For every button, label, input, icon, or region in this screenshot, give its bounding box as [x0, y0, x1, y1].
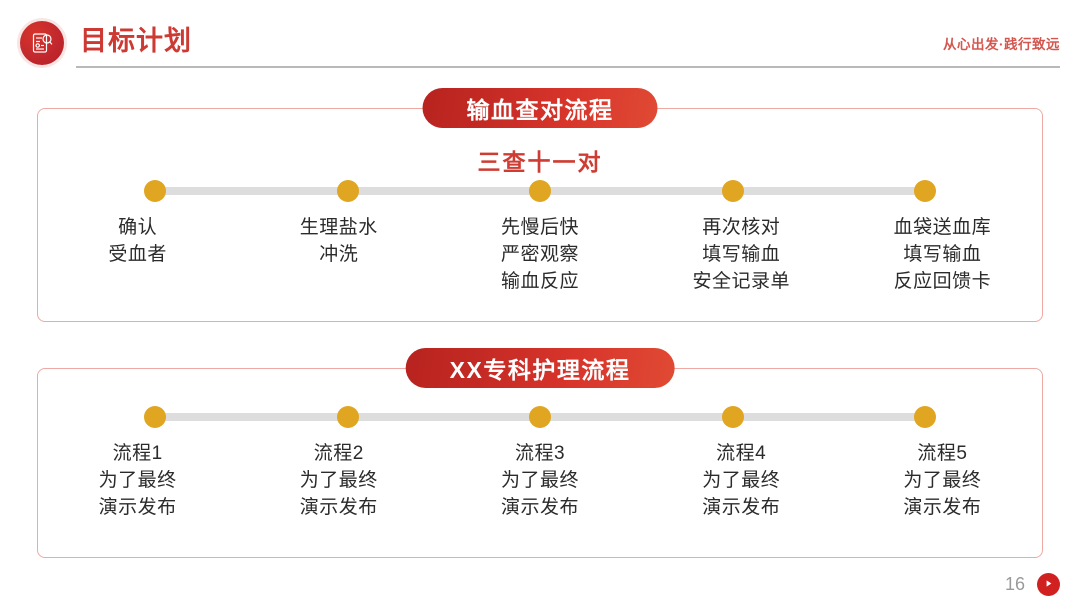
page-title: 目标计划 — [80, 26, 192, 56]
section-badge-transfusion[interactable]: 输血查对流程 — [422, 88, 658, 128]
play-arrow-icon — [1043, 576, 1054, 594]
page-number: 16 — [1004, 574, 1025, 594]
timeline-specialty: 流程1 为了最终 演示发布 流程2 为了最终 演示发布 流程3 为了最终 演示发… — [0, 406, 1080, 521]
timeline-step-label: 流程2 为了最终 演示发布 — [299, 443, 378, 518]
timeline-dot[interactable] — [336, 406, 359, 428]
timeline-track — [144, 406, 936, 428]
timeline-dot[interactable] — [721, 406, 744, 428]
section-subtitle-transfusion: 三查十一对 — [477, 149, 603, 175]
timeline-labels: 确认 受血者 生理盐水 冲洗 先慢后快 严密观察 输血反应 再次核对 填写输血 … — [37, 202, 1043, 295]
timeline-dot[interactable] — [336, 180, 359, 202]
timeline-step-label: 先慢后快 严密观察 输血反应 — [501, 217, 580, 292]
timeline-dot[interactable] — [914, 180, 936, 202]
timeline-dot[interactable] — [144, 180, 166, 202]
timeline-step-label: 确认 受血者 — [108, 217, 167, 265]
timeline-transfusion: 确认 受血者 生理盐水 冲洗 先慢后快 严密观察 输血反应 再次核对 填写输血 … — [0, 180, 1080, 295]
section-badge-specialty[interactable]: XX专科护理流程 — [405, 348, 675, 388]
logo-badge — [20, 21, 64, 65]
slide-footer: 16 — [1005, 573, 1060, 596]
timeline-step-label: 流程1 为了最终 演示发布 — [98, 443, 177, 518]
header-divider — [76, 66, 1060, 68]
timeline-dot[interactable] — [144, 406, 166, 428]
timeline-dot[interactable] — [529, 180, 551, 202]
section-card-transfusion — [37, 108, 1043, 322]
timeline-step-label: 流程5 为了最终 演示发布 — [903, 443, 982, 518]
section-card-specialty — [37, 368, 1043, 558]
next-slide-button[interactable] — [1037, 573, 1060, 596]
header-tagline: 从心出发·践行致远 — [943, 37, 1060, 52]
timeline-step-label: 流程4 为了最终 演示发布 — [702, 443, 781, 518]
report-document-icon — [29, 30, 55, 56]
timeline-labels: 流程1 为了最终 演示发布 流程2 为了最终 演示发布 流程3 为了最终 演示发… — [37, 428, 1043, 521]
slide-header: 目标计划 从心出发·践行致远 — [0, 0, 1080, 76]
timeline-track — [144, 180, 936, 202]
timeline-dot[interactable] — [914, 406, 936, 428]
timeline-step-label: 生理盐水 冲洗 — [299, 217, 378, 265]
timeline-dot[interactable] — [529, 406, 551, 428]
timeline-step-label: 血袋送血库 填写输血 反应回馈卡 — [893, 217, 992, 292]
timeline-step-label: 流程3 为了最终 演示发布 — [501, 443, 580, 518]
timeline-step-label: 再次核对 填写输血 安全记录单 — [692, 217, 790, 292]
timeline-dot[interactable] — [721, 180, 744, 202]
